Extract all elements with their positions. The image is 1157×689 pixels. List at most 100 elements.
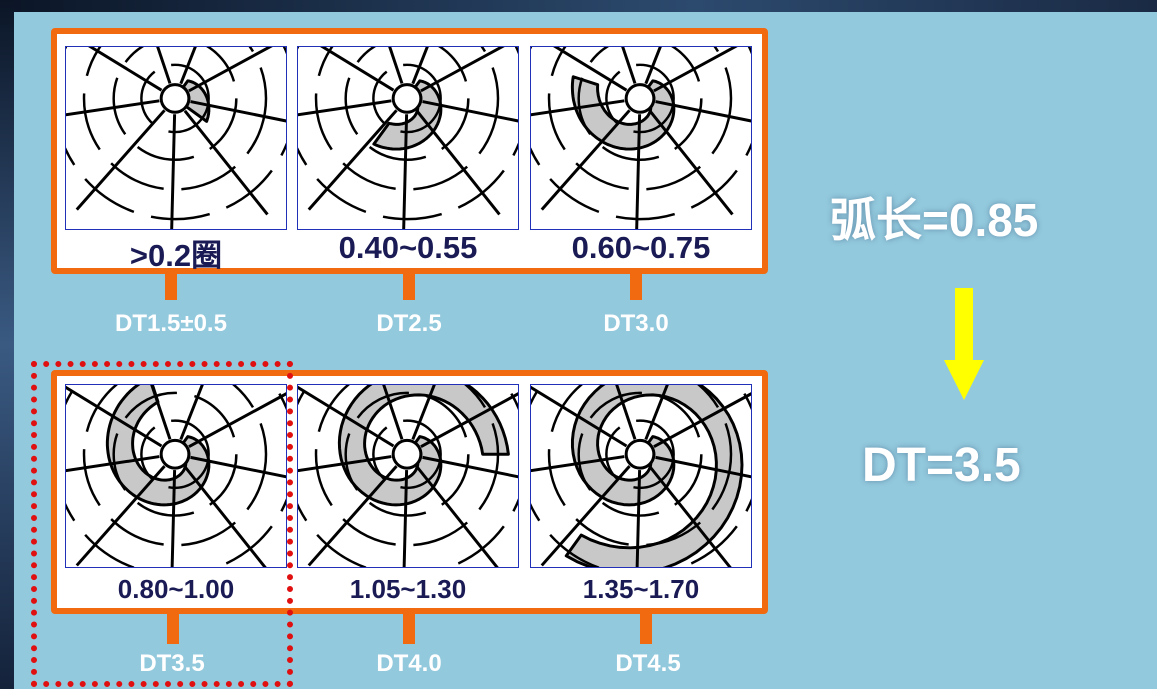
connector-1 [165,274,177,300]
ring-arc [314,47,500,191]
radial-line [190,100,286,123]
range-label-3: 0.60~0.75 [571,230,711,265]
radial-line [402,470,409,567]
ring-arc [298,47,518,221]
radial-line [635,470,642,567]
dt-result-text: DT=3.5 [862,439,1021,492]
spiral-template-5 [297,384,519,568]
ring-arc [140,419,210,490]
radial-line [615,385,637,440]
radial-line [635,114,642,229]
range-label-1: >0.2圈 [129,238,223,273]
radial-line [298,99,392,117]
spiral-template-3 [530,46,752,230]
range-label-2: 0.40~0.55 [338,230,478,265]
radial-line [531,455,625,473]
spiral-template-2 [297,46,519,230]
ring-arc [547,385,733,547]
ring-arc [66,47,286,221]
radial-line [422,455,518,479]
ring-arc [344,47,470,161]
range-label-4: 0.80~1.00 [117,574,235,604]
radial-line [170,470,177,567]
radial-line [540,465,631,567]
radial-line [75,465,166,567]
radial-line [388,47,404,84]
spiral-template-1 [65,46,287,230]
radial-line [415,109,501,216]
radial-line [66,385,163,448]
ring-arc [372,63,442,134]
dt-label-4: DT3.5 [139,650,205,677]
radial-line [298,385,395,448]
ring-arc [140,63,210,134]
radial-line [644,47,662,85]
spiral-template-6 [530,384,752,568]
radial-line [531,385,628,448]
radial-line [307,109,398,211]
ring-arc [112,391,238,517]
ring-arc [531,47,751,221]
ring-arc [112,47,238,161]
radial-line [66,99,160,117]
radial-line [190,455,286,479]
radial-line [420,392,518,448]
dt-label-3: DT3.0 [603,310,669,337]
ring-arc [372,419,442,490]
radial-line [621,47,637,84]
dt-label-2: DT2.5 [376,310,442,337]
radial-line [655,455,751,479]
radial-line [648,109,734,216]
radial-line [540,109,631,211]
radial-line [382,385,404,440]
connector-4 [167,614,179,644]
dt-label-1: DT1.5±0.5 [115,310,227,337]
spiral-center [391,83,423,114]
radial-line [88,47,163,92]
ring-arc [577,47,703,161]
radial-line [653,392,751,448]
radial-line [75,109,166,211]
ring-arc [605,419,675,490]
range-label-6: 1.35~1.70 [582,574,700,604]
dt-label-5: DT4.0 [376,650,442,677]
radial-line [170,114,177,229]
connector-2 [403,274,415,300]
radial-line [531,99,625,117]
connector-3 [630,274,642,300]
window-frame-left [0,0,14,689]
radial-line [66,455,160,473]
radial-line [298,455,392,473]
radial-line [179,385,204,441]
radial-line [156,47,172,84]
radial-line [553,47,628,92]
dt-label-6: DT4.5 [615,650,681,677]
range-label-5: 1.05~1.30 [349,574,467,604]
down-arrow-shaft [955,288,973,362]
radial-line [422,100,518,123]
selection-highlight-box [31,361,293,687]
radial-line [320,47,395,92]
radial-line [411,47,429,85]
down-arrow-icon [944,360,984,400]
spiral-band [564,385,744,567]
radial-line [653,47,738,93]
bottom-template-panel: 0.80~1.00 1.05~1.30 1.35~1.70 [51,370,768,614]
spiral-center [159,83,191,114]
ring-arc [547,47,733,191]
ring-arc [82,47,268,191]
arc-length-text: 弧长=0.85 [830,194,1039,246]
radial-line [183,109,269,216]
spiral-center [391,438,423,470]
connector-6 [640,614,652,644]
window-frame-top [0,0,1157,12]
radial-line [648,465,732,567]
ring-arc [344,391,470,517]
radial-line [150,385,172,440]
radial-line [188,392,286,448]
ring-arc [577,391,703,517]
top-template-panel: >0.2圈 0.40~0.55 0.60~0.75 [51,28,768,274]
radial-line [411,385,436,441]
radial-line [655,100,751,123]
radial-line [402,114,409,229]
